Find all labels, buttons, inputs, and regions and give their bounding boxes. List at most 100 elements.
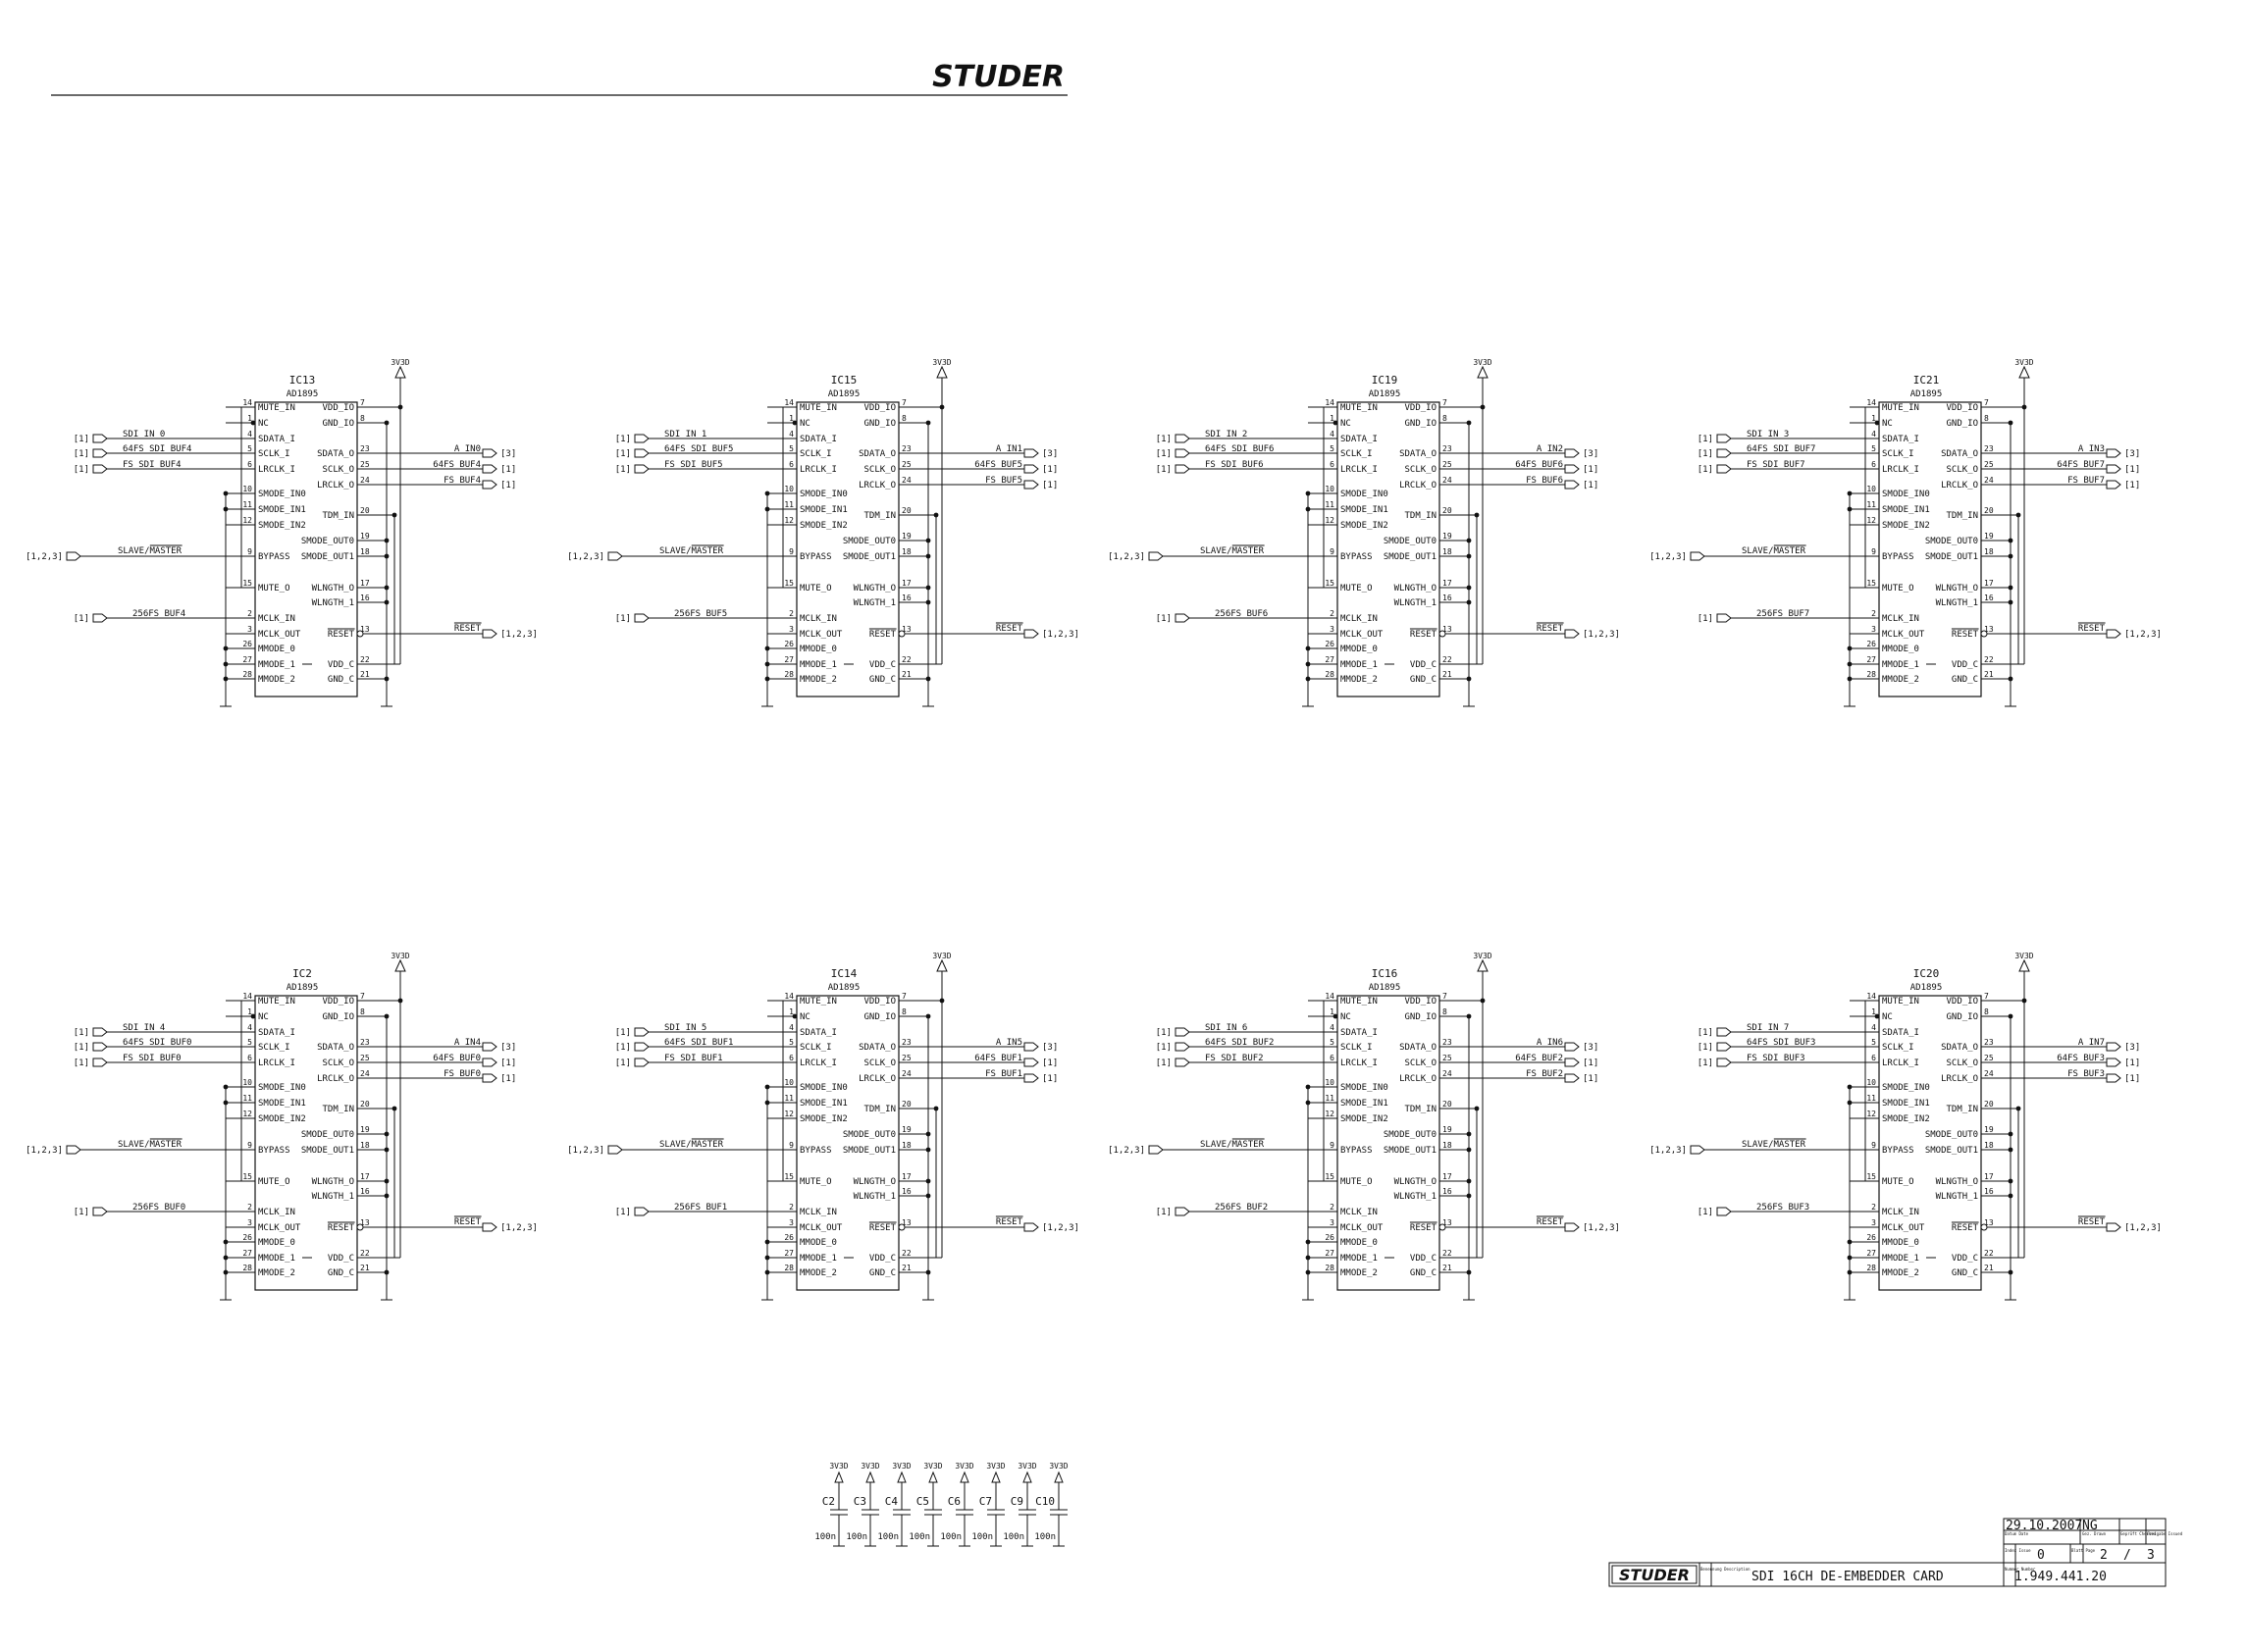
junction-dot [1847,1269,1853,1275]
output-port [1564,448,1580,458]
port-ref: [1] [1156,614,1172,624]
pin-number: 21 [902,670,912,679]
pin-label: SMODE_IN1 [258,1099,306,1109]
pin-label: GND_C [328,1268,354,1278]
pin-label: MMODE_1 [800,660,837,670]
pin-label: MCLK_IN [800,1208,837,1217]
pin-label: WLNGTH_1 [1936,598,1978,608]
pin-number: 2 [1871,609,1876,618]
pin-label: SCLK_O [1404,1058,1437,1068]
input-port [1175,1058,1190,1067]
output-port [482,464,497,474]
net-label: 64FS_BUF3 [2057,1054,2105,1063]
pin-label: SDATA_O [1399,449,1437,459]
pin-number: 22 [902,655,912,664]
cap-ref: C4 [885,1495,899,1508]
cap-value: 100n [1034,1532,1056,1542]
junction-dot [384,553,390,559]
pin-number: 28 [1325,670,1334,679]
pin-label: SMODE_IN1 [1340,1099,1388,1109]
junction-dot [925,420,931,426]
port-ref: [1] [1156,1043,1172,1053]
tb-label: Datum Date [2005,1531,2029,1536]
net-label: 64FS_SDI_BUF7 [1747,444,1815,454]
inversion-bubble [1438,1223,1446,1231]
pin-label: SMODE_IN1 [1882,1099,1930,1109]
pin-number: 7 [1442,398,1447,407]
pin-number: 18 [1984,1141,1994,1150]
pin-label: TDM_IN [1946,1105,1978,1114]
power-label: 3V3D [986,1462,1005,1471]
net-label: 64FS_SDI_BUF1 [664,1038,733,1048]
pin-number: 23 [360,1038,370,1047]
pin-number: 19 [1442,532,1452,541]
power-symbol [834,1471,844,1483]
pin-number: 6 [1330,460,1334,469]
pin-number: 9 [789,1141,794,1150]
net-label: RESET [2078,1217,2106,1227]
pin-label: SMODE_OUT0 [843,537,896,546]
input-port [634,448,650,458]
pin-number: 1 [789,1007,794,1016]
pin-number: 24 [902,1069,912,1078]
pin-number: 5 [1330,444,1334,453]
pin-label: SMODE_IN1 [1340,505,1388,515]
chip-ref: IC13 [289,374,316,387]
pin-number: 10 [1325,1078,1334,1087]
pin-label: MMODE_0 [258,645,295,654]
pin-number: 28 [1325,1264,1334,1272]
pin-number: 13 [902,1218,912,1227]
port-ref: [1,2,3] [1649,1146,1687,1156]
pin-label: MCLK_IN [800,614,837,624]
pin-label: RESET [328,1223,355,1233]
pin-number: 14 [242,398,252,407]
output-port [2106,1073,2121,1083]
port-ref: [1,2,3] [500,1223,538,1233]
pin-label: SDATA_I [1340,435,1378,444]
chip-body [1878,401,1982,697]
tb-index-box [2003,1543,2167,1564]
pin-number: 5 [1871,444,1876,453]
pin-label: LRCLK_I [1340,1058,1378,1068]
junction-dot [223,506,229,512]
junction-dot [2008,553,2013,559]
input-port [92,434,108,443]
pin-number: 19 [1442,1125,1452,1134]
pin-label: SDATA_I [800,435,837,444]
pin-number: 1 [247,414,252,423]
pin-number: 28 [1866,1264,1876,1272]
junction-dot [384,1178,390,1184]
net-label: 64FS_SDI_BUF4 [123,444,191,454]
junction-dot [2008,676,2013,682]
port-ref: [1] [615,1028,631,1038]
input-port [634,613,650,623]
input-port [1148,551,1164,561]
power-label: 3V3D [1049,1462,1068,1471]
port-ref: [1] [615,1043,631,1053]
pin-label: MMODE_2 [1882,1268,1919,1278]
pin-number: 10 [1866,1078,1876,1087]
pin-label: MMODE_2 [800,1268,837,1278]
pin-label: MUTE_IN [1340,403,1378,413]
pin-label: BYPASS [800,1146,832,1156]
junction-dot [1480,404,1486,410]
junction-dot [1333,1013,1338,1019]
output-port [2106,480,2121,490]
power-symbol [2018,365,2030,379]
net-label: FS_SDI_BUF5 [664,460,723,470]
pin-number: 13 [902,625,912,634]
net-label: 64FS_BUF7 [2057,460,2105,470]
pin-number: 15 [242,579,252,588]
port-ref: [1] [1698,1058,1713,1068]
pin-number: 5 [1871,1038,1876,1047]
pin-number: 21 [1984,1264,1994,1272]
pin-number: 25 [902,1054,912,1062]
power-symbol [1477,958,1489,972]
pin-label: LRCLK_O [1941,1074,1978,1084]
junction-dot [1847,1255,1853,1261]
port-ref: [1] [500,1074,516,1084]
pin-label: TDM_IN [1404,511,1437,521]
cap-ref: C5 [916,1495,929,1508]
